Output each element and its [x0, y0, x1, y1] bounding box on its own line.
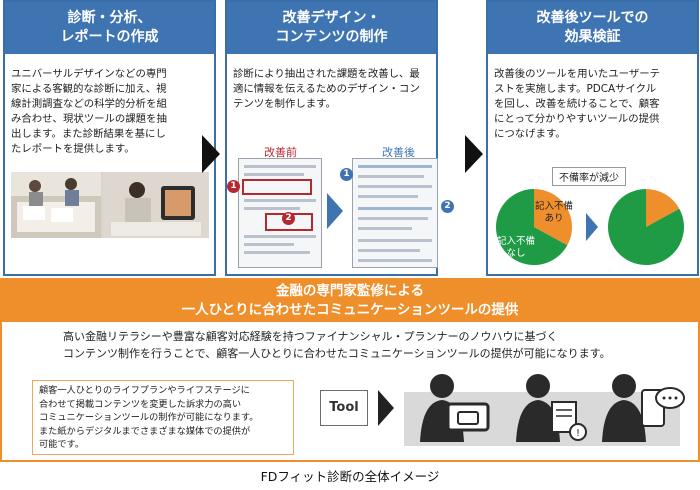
- after-label: 改善後: [382, 146, 415, 159]
- column-verification-title: 改善後ツールでの 効果検証: [488, 2, 697, 54]
- diagnosis-photo: [11, 172, 209, 238]
- pie-arrow-icon: [586, 213, 598, 241]
- marker-1-after: 1: [340, 168, 353, 181]
- marker-2-before: 2: [282, 212, 295, 225]
- after-document: [352, 158, 438, 268]
- pie-label-without-error-line1: 記入不備: [497, 236, 536, 247]
- bottom-detail-box: 顧客一人ひとりのライフプランやライフステージに 合わせて掲載コンテンツを変更した…: [32, 380, 294, 455]
- column-diagnosis: 診断・分析、 レポートの作成 ユニバーサルデザインなどの専門 家による客観的な診…: [3, 0, 216, 276]
- column-diagnosis-body: ユニバーサルデザインなどの専門 家による客観的な診断に加え、視 線計測調査などの…: [11, 68, 167, 155]
- tool-box: Tool: [320, 390, 368, 426]
- pie-label-with-error: 記入不備 あり: [535, 201, 573, 225]
- person-with-laptop-icon: [420, 374, 490, 442]
- figure-caption: FDフィット診断の全体イメージ: [260, 469, 440, 484]
- bottom-section: 金融の専門家監修による 一人ひとりに合わせたコミュニケーションツールの提供 高い…: [0, 278, 700, 462]
- pie-label-without-error: 記入不備 なし: [497, 236, 535, 260]
- pie-label-with-error-line2: あり: [544, 213, 564, 224]
- column-design-title: 改善デザイン・ コンテンツの制作: [227, 2, 436, 54]
- pie-after-slice-2: [608, 189, 684, 265]
- pie-before-slice-1: [534, 189, 572, 246]
- pie-after-slice-1: [646, 189, 680, 227]
- column-design-body: 診断により抽出された課題を改善し、最 適に情報を伝えるためのデザイン・コン テン…: [233, 68, 420, 110]
- pie-chart-area: [496, 189, 684, 265]
- chart-caption: 不備率が減少: [552, 167, 626, 186]
- person-with-document-icon: !: [516, 374, 587, 442]
- bottom-title: 金融の専門家監修による 一人ひとりに合わせたコミュニケーションツールの提供: [2, 280, 698, 322]
- before-label: 改善前: [264, 146, 297, 159]
- svg-text:!: !: [576, 428, 580, 439]
- column-diagnosis-title: 診断・分析、 レポートの作成: [5, 2, 214, 54]
- arrow-right-icon: [465, 135, 483, 173]
- marker-2-after: 2: [441, 200, 454, 213]
- customers-illustration: !: [420, 374, 685, 442]
- pie-before-slice-2: [496, 189, 568, 265]
- blue-arrow-icon: [327, 193, 343, 229]
- person-with-phone-icon: [602, 374, 685, 442]
- pie-label-with-error-line1: 記入不備: [535, 201, 574, 212]
- marker-1-before: 1: [227, 180, 240, 193]
- arrow-right-icon: [202, 135, 220, 173]
- before-document: [238, 158, 322, 268]
- bottom-description: 高い金融リテラシーや豊富な顧客対応経験を持つファイナンシャル・プランナーのノウハ…: [63, 330, 611, 360]
- column-verification-body: 改善後のツールを用いたユーザーテ ストを実施します。PDCAサイクル を回し、改…: [494, 68, 661, 140]
- pie-label-without-error-line2: なし: [506, 248, 526, 259]
- tool-arrow-icon: [378, 390, 394, 426]
